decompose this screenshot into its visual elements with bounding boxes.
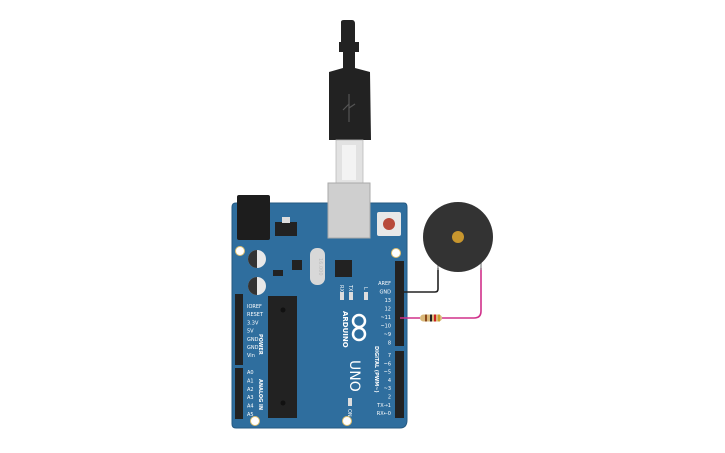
- wire-gnd[interactable]: [400, 268, 439, 293]
- power-pin-label: GND: [247, 337, 259, 343]
- mount-hole: [342, 416, 352, 426]
- digital-pin-label: 8: [388, 341, 391, 347]
- l-led: [364, 292, 368, 300]
- digital-header-title: DIGITAL (PWM~): [373, 346, 379, 393]
- digital-pin-label: ~5: [384, 370, 391, 376]
- voltage-regulator: [275, 222, 297, 236]
- mount-hole: [235, 246, 245, 256]
- analog-pin-label: A3: [247, 395, 254, 401]
- digital-pin-label: RX←0: [377, 411, 391, 417]
- digital-pin-label: ~11: [380, 315, 391, 321]
- analog-pin-label: A0: [247, 370, 254, 376]
- power-jack: [237, 195, 270, 240]
- usb-symbol-icon: [342, 94, 356, 122]
- power-pin-label: RESET: [247, 312, 264, 318]
- digital-pin-label: ~10: [380, 324, 391, 330]
- arduino-uno-board[interactable]: 16.000 RX TX L ON ARDUINO UNO DIGITAL (P…: [231, 182, 408, 429]
- analog-header[interactable]: [235, 368, 243, 419]
- digital-pin-label: 2: [388, 395, 391, 401]
- on-led: [348, 398, 352, 406]
- power-pin-label: IOREF: [247, 304, 262, 310]
- on-label: ON: [346, 409, 352, 417]
- l-label: L: [362, 287, 368, 290]
- model-label: UNO: [346, 360, 362, 392]
- analog-pin-label: A4: [247, 404, 254, 410]
- digital-pin-label: 7: [388, 353, 391, 359]
- crystal: [310, 248, 325, 285]
- analog-pin-label: A2: [247, 387, 254, 393]
- digital-pin-label: ~3: [384, 386, 391, 392]
- digital-pin-label: GND: [380, 290, 392, 296]
- digital-header-bottom[interactable]: [395, 351, 404, 418]
- digital-pin-label: 12: [385, 307, 391, 313]
- analog-pin-label: A1: [247, 378, 254, 384]
- reset-button-cap[interactable]: [383, 218, 395, 230]
- digital-pin-label: 13: [385, 298, 391, 304]
- capacitor: [248, 250, 266, 268]
- rx-label: RX: [338, 285, 344, 292]
- usb-port: [327, 182, 371, 239]
- power-pin-label: 3.3V: [247, 320, 259, 326]
- atmega-chip: [268, 296, 297, 418]
- power-pin-label: 5V: [247, 329, 254, 335]
- power-pin-label: GND: [247, 345, 259, 351]
- transistor: [273, 270, 283, 276]
- digital-header-top[interactable]: [395, 261, 404, 346]
- power-header[interactable]: [235, 294, 243, 365]
- usb-chip: [335, 260, 352, 277]
- tx-label: TX: [347, 284, 353, 292]
- brand-label: ARDUINO: [341, 311, 349, 348]
- capacitor: [248, 277, 266, 295]
- tx-led: [349, 292, 353, 300]
- digital-pin-label: ~6: [384, 361, 391, 367]
- power-header-title: POWER: [257, 334, 263, 355]
- piezo-buzzer[interactable]: [423, 202, 493, 272]
- crystal-label: 16.000: [317, 258, 323, 276]
- digital-pin-label: TX→1: [376, 403, 391, 409]
- digital-pin-label: 4: [388, 378, 391, 384]
- digital-pin-label: ~9: [384, 332, 391, 338]
- analog-header-title: ANALOG IN: [257, 379, 263, 410]
- rx-led: [340, 292, 344, 300]
- resistor[interactable]: [420, 314, 442, 322]
- power-pin-label: Vin: [247, 353, 255, 359]
- usb-cable[interactable]: [329, 20, 371, 186]
- arduino-logo-icon: [351, 313, 367, 342]
- mount-hole: [250, 416, 260, 426]
- mount-hole: [391, 248, 401, 258]
- ic-small: [292, 260, 302, 270]
- wire-pin11[interactable]: [400, 268, 482, 319]
- digital-pin-label: AREF: [378, 281, 391, 287]
- analog-pin-label: A5: [247, 412, 254, 418]
